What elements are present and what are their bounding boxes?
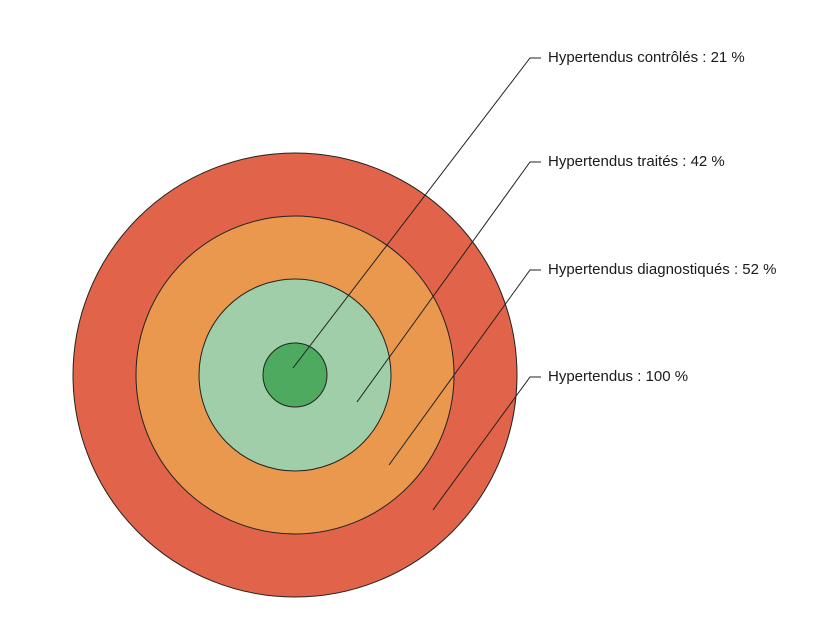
leader-line-diagnostiques	[388, 269, 541, 466]
label-hypertendus-diagnostiques: Hypertendus diagnostiqués : 52 %	[548, 261, 777, 278]
circle-hypertendus-controles	[262, 342, 328, 408]
label-hypertendus-traites: Hypertendus traités : 42 %	[548, 153, 725, 170]
leader-line-traites	[356, 161, 541, 403]
label-hypertendus-controles: Hypertendus contrôlés : 21 %	[548, 49, 745, 66]
leader-line-hypertendus	[432, 376, 541, 511]
label-hypertendus: Hypertendus : 100 %	[548, 368, 689, 385]
leader-line-controles	[292, 57, 541, 369]
